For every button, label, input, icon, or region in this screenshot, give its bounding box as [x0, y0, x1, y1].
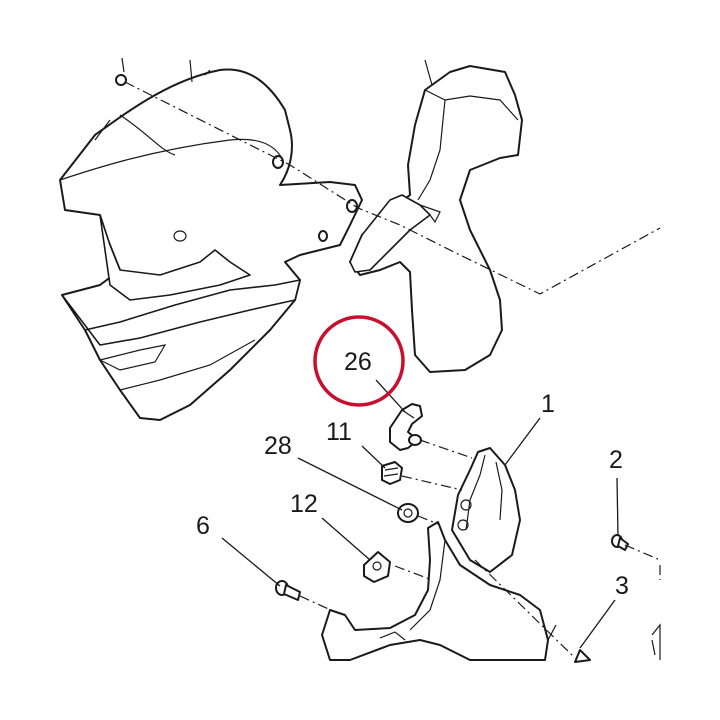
- grommet-part-11: [381, 461, 403, 485]
- bolt-part-6: [275, 580, 301, 601]
- screw-part-2: [611, 534, 629, 551]
- alignment-lines-lower: [299, 439, 661, 659]
- callout-12: 12: [290, 490, 318, 518]
- callout-26: 26: [344, 348, 372, 376]
- lower-frame-mount: [321, 521, 661, 663]
- clip-part-26: [389, 403, 423, 451]
- bracket-part-1: [451, 447, 521, 573]
- callout-11: 11: [326, 418, 352, 446]
- alignment-lines-top: [124, 81, 661, 295]
- nut-clip-part-12: [363, 551, 391, 583]
- callout-2: 2: [609, 446, 623, 474]
- right-upper-bracket: [349, 59, 523, 373]
- callout-28: 28: [264, 432, 292, 460]
- leader-lines: [221, 379, 619, 649]
- left-upper-cover-panel: [59, 57, 363, 421]
- callout-1: 1: [541, 390, 555, 418]
- highlight-circle: [313, 315, 405, 407]
- callout-6: 6: [196, 512, 210, 540]
- callout-labels: 26 1 11 28 2 12 6 3: [196, 348, 629, 600]
- washer-part-28: [397, 503, 419, 523]
- callout-3: 3: [615, 572, 629, 600]
